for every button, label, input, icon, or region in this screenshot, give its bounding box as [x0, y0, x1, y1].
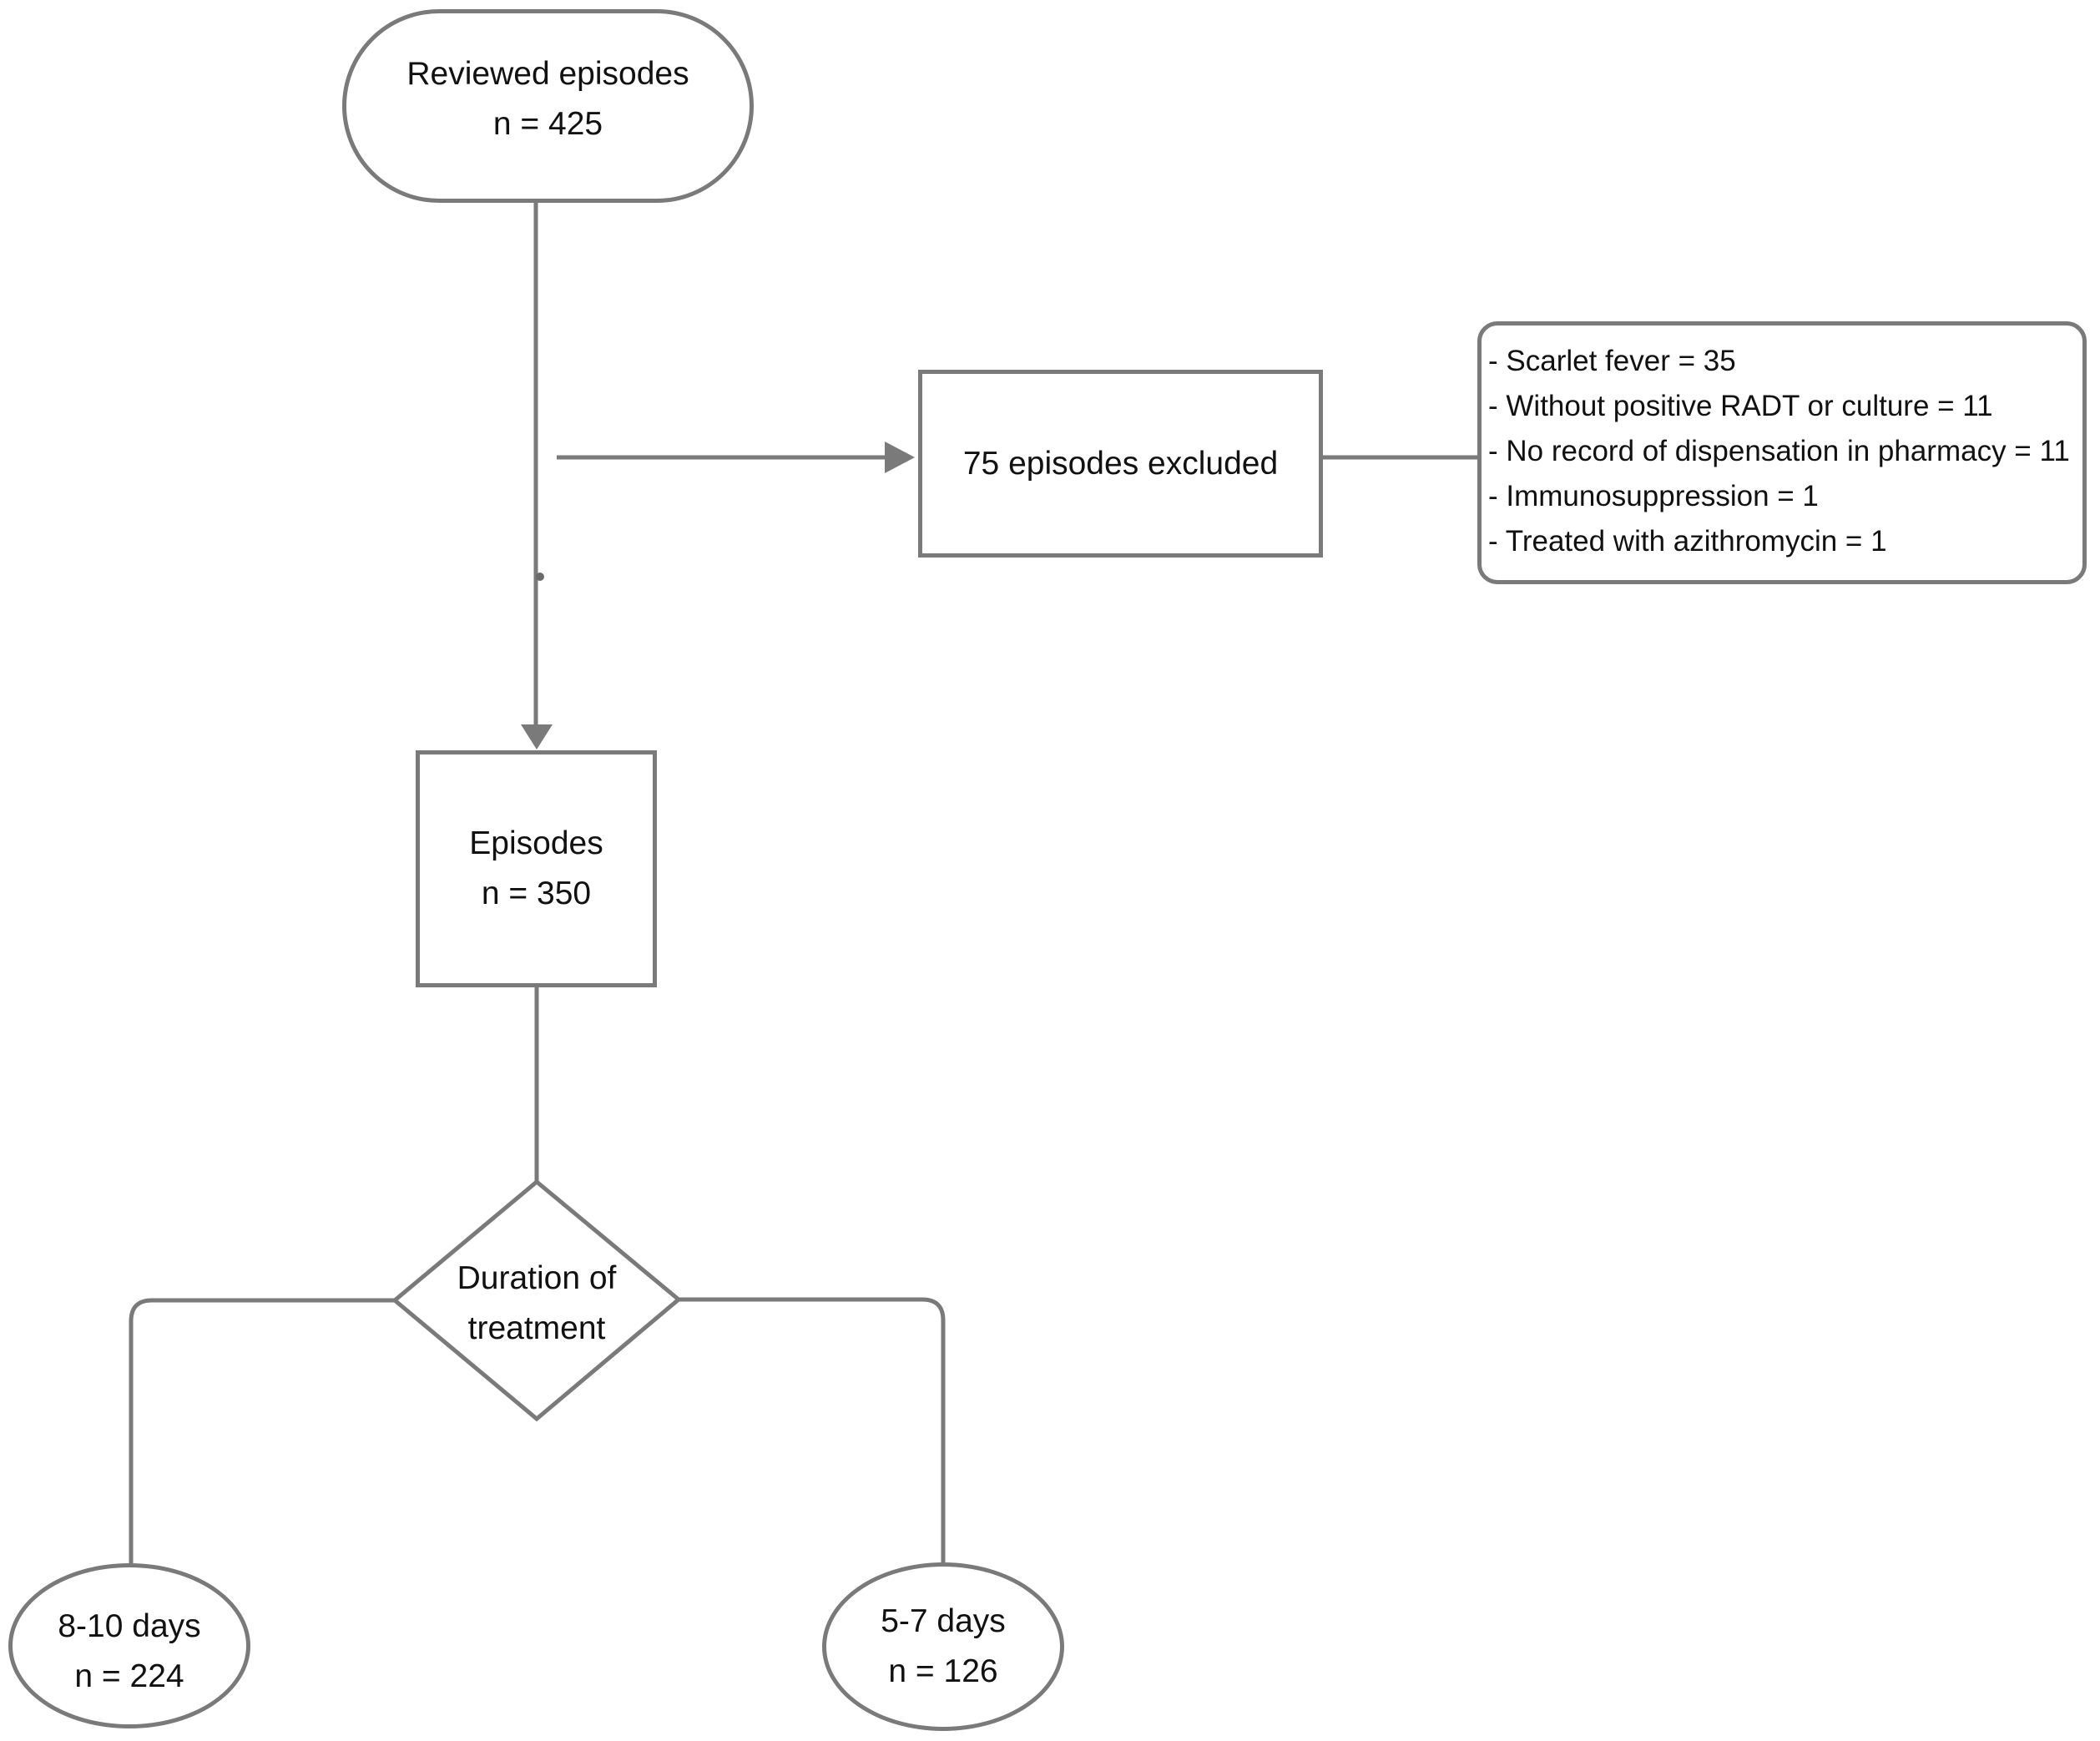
decision-label-line1: Duration of — [457, 1260, 617, 1296]
connector-decision-to-right-ellipse — [679, 1297, 946, 1562]
exclusion-reason-item: - No record of dispensation in pharmacy … — [1488, 435, 2070, 467]
branch-5-7-days-count: n = 126 — [888, 1653, 998, 1689]
connector-decision-to-left-ellipse — [129, 1298, 395, 1563]
excluded-episodes-node: 75 episodes excluded — [918, 370, 1323, 558]
arrowhead-down-icon — [521, 724, 553, 749]
reviewed-episodes-node: Reviewed episodes n = 425 — [342, 9, 754, 203]
episodes-label: Episodes — [469, 825, 603, 861]
episodes-node: Episodes n = 350 — [416, 750, 657, 987]
exclusion-reason-item: - Without positive RADT or culture = 11 — [1488, 390, 1993, 422]
reviewed-episodes-count: n = 425 — [492, 106, 603, 142]
exclusion-reasons-box: - Scarlet fever = 35 - Without positive … — [1477, 321, 2087, 584]
branch-5-7-days-node: 5-7 days n = 126 — [822, 1562, 1064, 1731]
exclusion-reason-item: - Treated with azithromycin = 1 — [1488, 525, 1887, 558]
branch-8-10-days-node: 8-10 days n = 224 — [8, 1563, 250, 1728]
exclusion-reason-item: - Immunosuppression = 1 — [1488, 480, 1819, 512]
reviewed-episodes-label: Reviewed episodes — [406, 56, 689, 92]
branch-8-10-days-label: 8-10 days — [58, 1608, 201, 1644]
branch-5-7-days-label: 5-7 days — [881, 1603, 1006, 1639]
arrowhead-right-icon — [885, 442, 915, 473]
excluded-episodes-label: 75 episodes excluded — [962, 445, 1279, 482]
branch-8-10-days-count: n = 224 — [74, 1658, 184, 1694]
decision-node-label: Duration of treatment — [411, 1254, 662, 1354]
episodes-count: n = 350 — [481, 876, 592, 911]
decision-label-line2: treatment — [467, 1310, 606, 1346]
decision-diamond-shape — [391, 1178, 682, 1422]
line-dot-artifact — [536, 573, 544, 581]
exclusion-reason-item: - Scarlet fever = 35 — [1488, 345, 1736, 377]
